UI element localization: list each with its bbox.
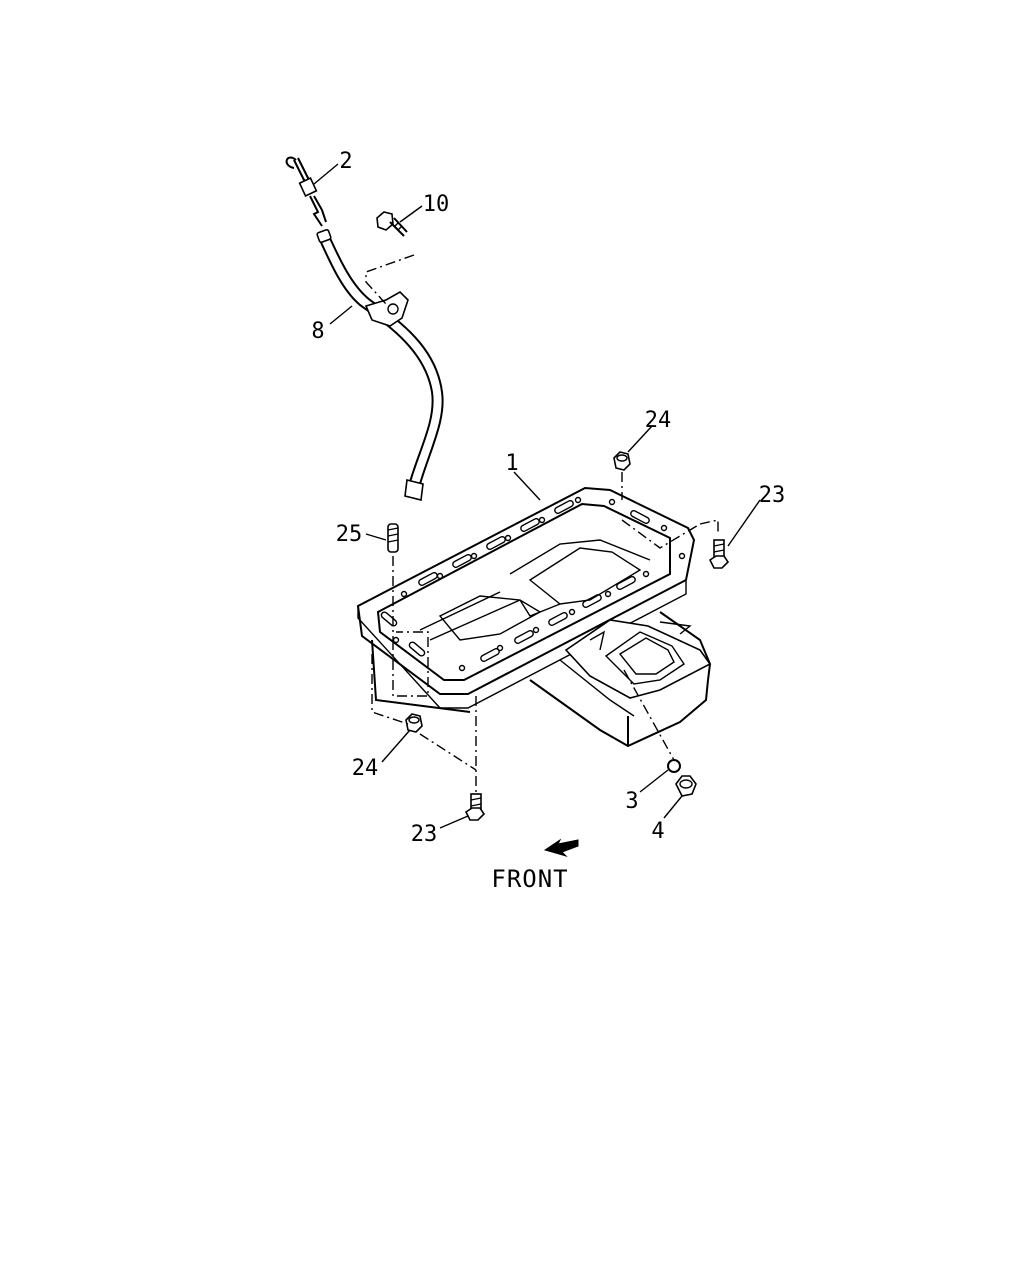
nut-bottom — [405, 713, 423, 733]
bolt-bottom — [464, 793, 486, 821]
drain-plug-gasket — [667, 759, 681, 773]
bracket-bolt — [376, 211, 408, 237]
callout-23-bottom: 23 — [411, 822, 438, 847]
callout-4: 4 — [651, 819, 664, 844]
callout-10: 10 — [423, 192, 450, 217]
oil-pan — [356, 486, 712, 748]
callout-24-top: 24 — [645, 408, 672, 433]
callout-3: 3 — [625, 789, 638, 814]
callout-24-bottom: 24 — [352, 756, 379, 781]
dipstick-guide-tube — [316, 229, 444, 501]
nut-top — [613, 451, 631, 471]
drain-plug — [675, 775, 697, 797]
callout-23-right: 23 — [759, 483, 786, 508]
callout-25: 25 — [336, 522, 363, 547]
dipstick — [285, 156, 327, 227]
bolt-right — [708, 539, 730, 569]
leader-lines — [313, 163, 761, 829]
callout-2: 2 — [339, 149, 352, 174]
front-label: FRONT — [491, 865, 568, 893]
front-arrow-icon — [543, 838, 579, 858]
callout-8: 8 — [311, 319, 324, 344]
stud — [387, 523, 399, 553]
callout-1: 1 — [505, 451, 518, 476]
